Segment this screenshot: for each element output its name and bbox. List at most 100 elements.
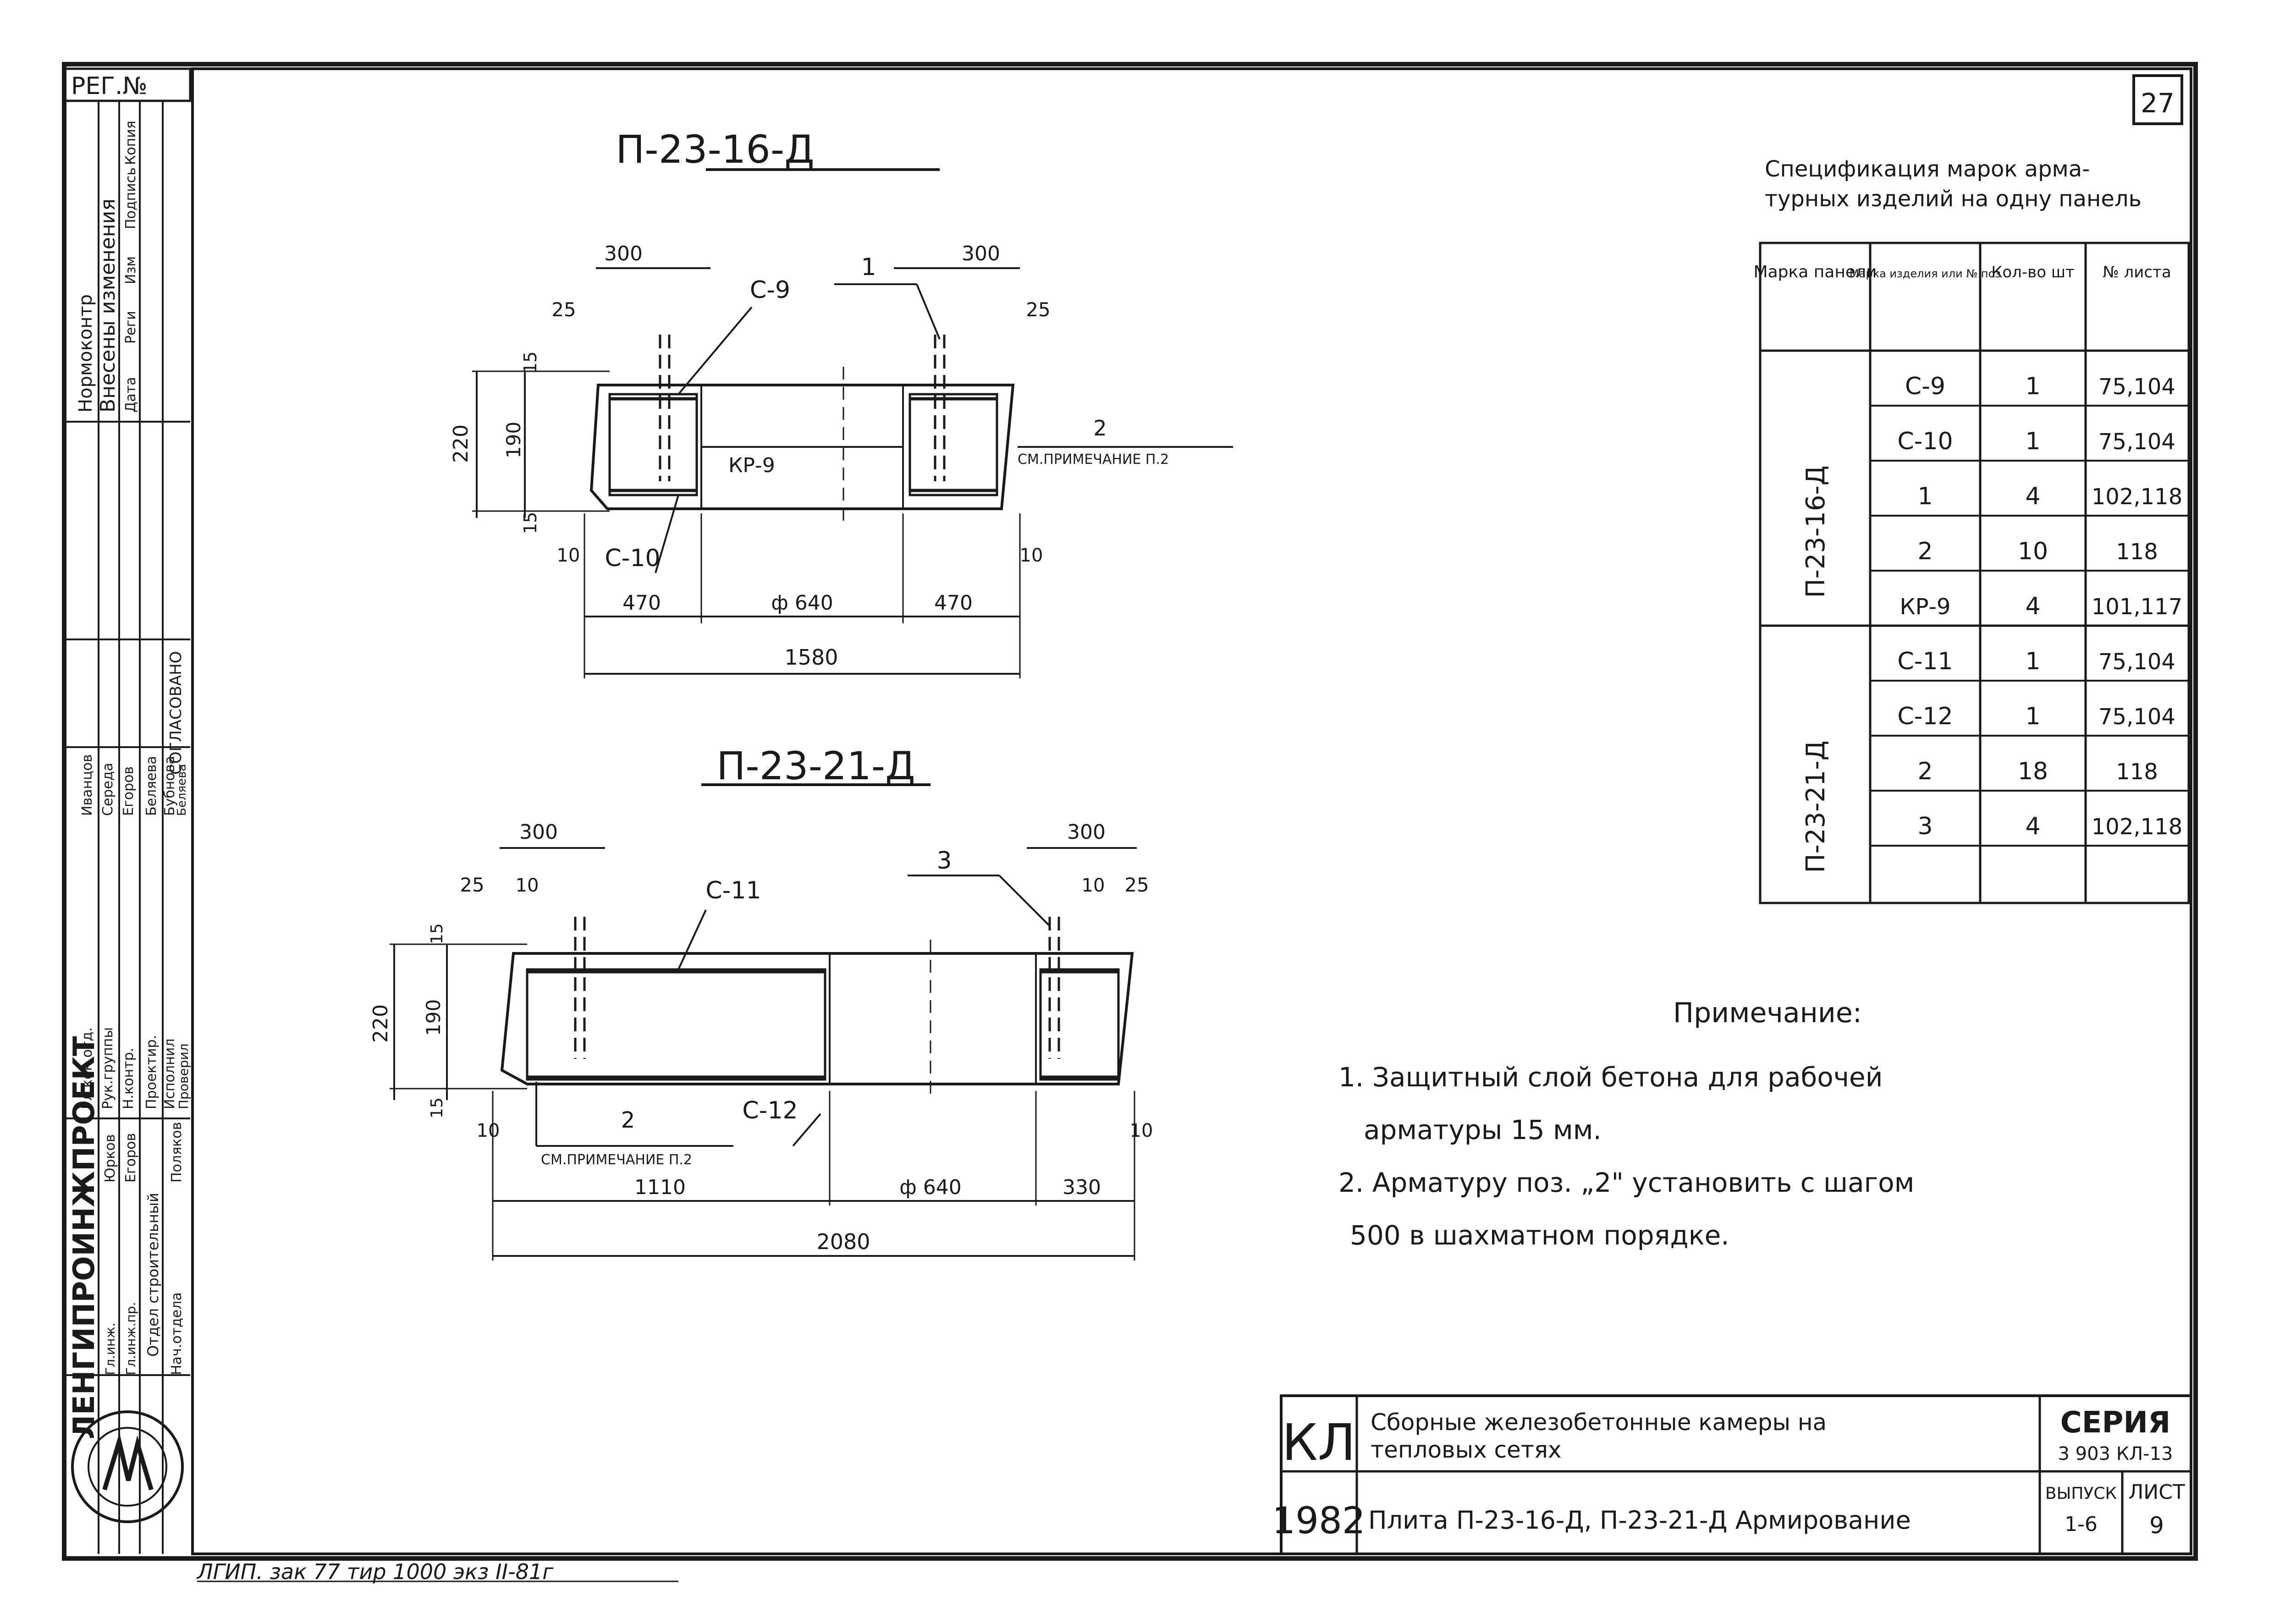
dim-label: 300 — [519, 820, 558, 844]
note-line: 2. Арматуру поз. „2" установить с шагом — [1338, 1167, 1914, 1198]
chief-name: Юрков — [102, 1134, 118, 1183]
dim-label: 300 — [962, 242, 1000, 265]
drawing-p-23-21-d: П-23-21-Д 300 300 25 10 10 25 — [369, 743, 1153, 1261]
changes-header: Внесены изменения — [96, 198, 120, 413]
agreed-name: Егоров — [121, 766, 137, 816]
mark-label: 2 — [1093, 416, 1107, 440]
dim-label: 470 — [934, 591, 973, 615]
reg-box — [63, 67, 192, 102]
mark-label: С-12 — [742, 1097, 798, 1124]
agreed-name: Бубнова — [162, 756, 178, 816]
spec-title-line2: турных изделий на одну панель — [1765, 186, 2142, 212]
spec-cell: 3 — [1917, 813, 1933, 840]
mark-label: 2 — [621, 1107, 635, 1133]
spec-cell: 18 — [2018, 758, 2048, 785]
dim-label: 15 — [428, 923, 446, 944]
role-label: Проектир. — [143, 1035, 160, 1109]
sheet-number-box — [2132, 74, 2183, 125]
chief-role: Гл.инж. — [103, 1322, 118, 1375]
role-label: Рук.группы — [100, 1027, 116, 1109]
dim-label: 10 — [477, 1120, 500, 1141]
chief-role: Нач.отдела — [169, 1292, 185, 1375]
changes-col-copy: Копия — [123, 121, 139, 165]
doc-year: 1982 — [1272, 1499, 1366, 1542]
org-name: ЛЕНГИПРОИНЖПРОЕКТ — [67, 1036, 101, 1439]
slab-outline — [500, 952, 1134, 1085]
spec-cell: 102,118 — [2092, 484, 2183, 510]
spec-cell: 101,117 — [2092, 594, 2183, 620]
sheet-frame — [62, 62, 2198, 1561]
series-value: 3 903 КЛ-13 — [2058, 1443, 2173, 1464]
changes-col-signature: Подпись — [123, 167, 139, 229]
dim-label: ф 640 — [899, 1176, 962, 1199]
spec-cell: С-9 — [1905, 373, 1945, 400]
spec-table: Марка панели Марка изделия или № поз Кол… — [1754, 242, 2190, 904]
notes-title: Примечание: — [1673, 997, 1862, 1029]
spec-cell: 2 — [1917, 538, 1933, 565]
spec-cell: С-11 — [1897, 648, 1953, 675]
leader-line — [655, 495, 679, 573]
agreed-label: СОГЛАСОВАНО — [167, 651, 185, 775]
role-label: Н.контр. — [121, 1048, 137, 1109]
spec-cell: 118 — [2116, 539, 2158, 565]
desc-line1: Сборные железобетонные камеры на — [1371, 1409, 1827, 1436]
dim-label: 25 — [551, 298, 576, 321]
sheet-value: 9 — [2149, 1512, 2164, 1539]
note-line: арматуры 15 мм. — [1364, 1114, 1602, 1145]
dim-label: ф 640 — [771, 591, 833, 615]
left-stamp: РЕГ.№ Нормоконтр Внесены изменения Дата … — [63, 67, 192, 1554]
spec-cell: 1 — [1917, 483, 1933, 510]
note-ref: СМ.ПРИМЕЧАНИЕ П.2 — [1018, 451, 1169, 468]
dim-label: 10 — [1020, 545, 1043, 566]
note-ref: СМ.ПРИМЕЧАНИЕ П.2 — [541, 1152, 692, 1168]
mesh-c9-right — [908, 393, 998, 496]
spec-cell: 75,104 — [2098, 429, 2175, 455]
sheet-label: ЛИСТ — [2128, 1481, 2185, 1504]
dim-label: 15 — [520, 512, 540, 534]
spec-cell: 1 — [2025, 703, 2040, 730]
spec-cell: 4 — [2025, 813, 2040, 840]
spec-cell: 75,104 — [2098, 649, 2175, 675]
dim-label: 330 — [1063, 1176, 1101, 1199]
dim-label: 10 — [557, 545, 580, 566]
agreed-name: Беляева — [143, 756, 160, 816]
spec-header: Марка панели — [1754, 263, 1877, 281]
spec-cell: 118 — [2116, 759, 2158, 785]
dim-label: 15 — [428, 1097, 446, 1118]
dim-label: 300 — [604, 242, 643, 265]
spec-cell: 75,104 — [2098, 704, 2175, 730]
agreed-name: Иванцов — [79, 754, 95, 816]
mesh-c11 — [526, 968, 826, 1081]
changes-col-date: Дата — [123, 377, 139, 413]
spec-header: Марка изделия или № поз — [1850, 267, 2001, 280]
dim-label: 15 — [520, 352, 540, 374]
title-block: КЛ 1982 Сборные железобетонные камеры на… — [1272, 1394, 2192, 1555]
agreed-name: Беляева — [175, 764, 189, 816]
note-line: 500 в шахматном порядке. — [1350, 1220, 1729, 1251]
dim-label: 1110 — [634, 1176, 686, 1199]
reg-label: РЕГ.№ — [71, 72, 148, 100]
spec-cell: 1 — [2025, 428, 2040, 455]
spec-cell: 75,104 — [2098, 374, 2175, 400]
spec-cell: 2 — [1917, 758, 1933, 785]
dim-label: 10 — [516, 875, 539, 896]
agreed-name: Середа — [100, 763, 116, 816]
leader-line — [677, 909, 707, 970]
series-label: СЕРИЯ — [2060, 1406, 2170, 1440]
leader-line — [792, 1113, 821, 1147]
dim-label: 190 — [422, 999, 445, 1036]
mark-label: КР-9 — [728, 454, 775, 477]
role-label: Исполнил — [162, 1039, 178, 1109]
mark-label: 3 — [936, 847, 952, 875]
spec-cell: С-12 — [1897, 703, 1953, 730]
footer-print-info: ЛГИП. зак 77 тир 1000 экз II-81г — [196, 1559, 554, 1584]
issue-value: 1-6 — [2065, 1513, 2098, 1536]
leader-line — [916, 284, 941, 340]
mesh-c12 — [1039, 968, 1120, 1081]
dept-label: Отдел строительный — [144, 1193, 162, 1357]
dim-label: 300 — [1067, 820, 1106, 844]
spec-cell: 1 — [2025, 373, 2040, 400]
changes-col-change: Изм — [123, 256, 139, 284]
drawing-p-23-16-d: П-23-16-Д 300 300 25 — [449, 127, 1233, 678]
